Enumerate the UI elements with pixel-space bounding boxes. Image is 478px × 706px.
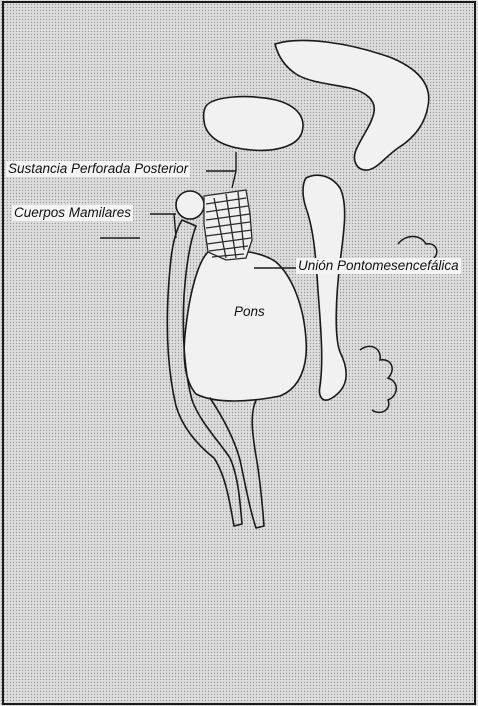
oval-structure-outline [204,97,303,151]
mammillary-body [176,191,204,219]
perforated-substance-hatching [204,190,252,260]
label-union-pontomesencefalica: Unión Pontomesencefálica [296,258,461,274]
label-cuerpos-mamilares: Cuerpos Mamilares [12,205,133,221]
label-sustancia-perforada-posterior: Sustancia Perforada Posterior [6,161,190,177]
label-pons: Pons [232,304,267,320]
